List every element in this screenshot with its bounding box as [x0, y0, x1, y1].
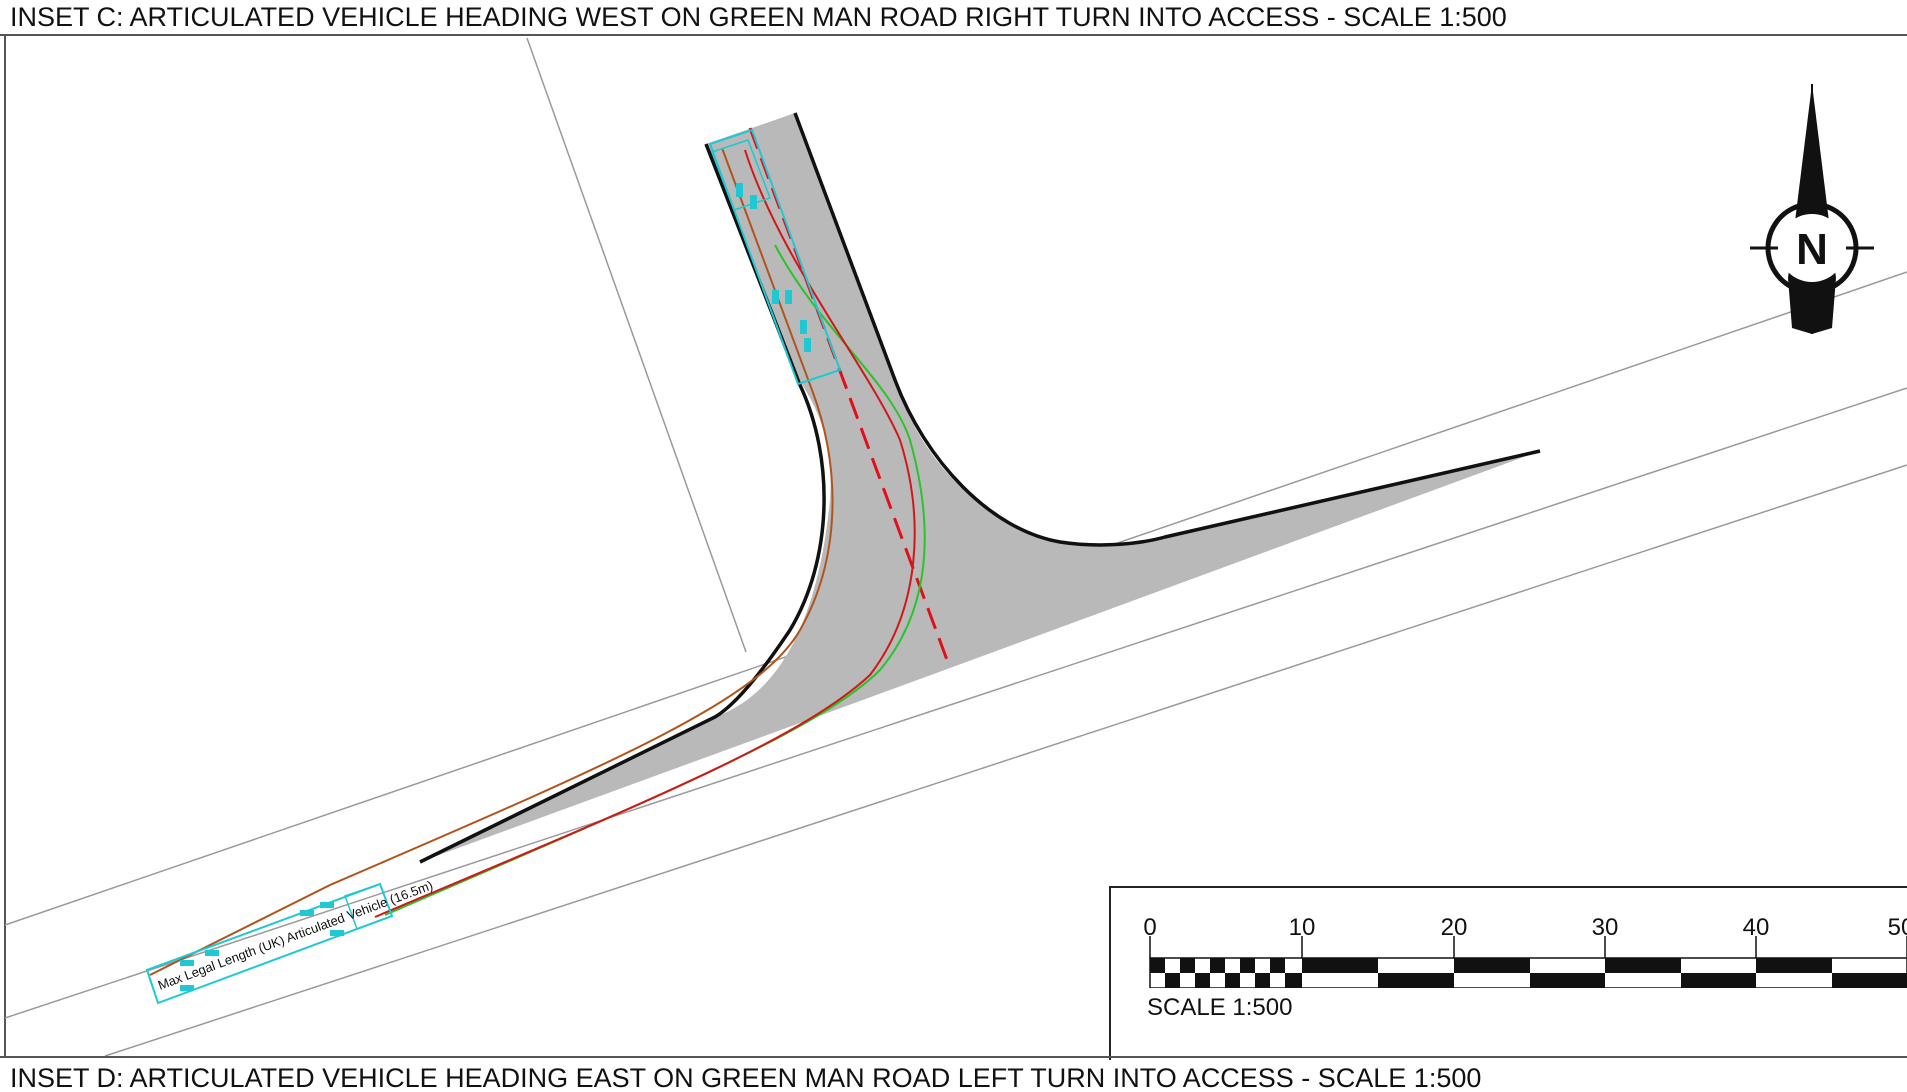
- title-divider-bottom: [0, 1056, 1907, 1058]
- scale-bar-graphic: [1149, 936, 1907, 988]
- swept-path-brown: [149, 147, 834, 976]
- north-arrow-icon: N: [1750, 84, 1874, 334]
- inset-c-title: INSET C: ARTICULATED VEHICLE HEADING WES…: [10, 2, 1507, 32]
- scale-bar-box: 0 10 20 30 40 50: [1109, 886, 1907, 1060]
- road-edge-south: [104, 464, 1907, 1057]
- vehicle-outline-bottom: Max Legal Length (UK) Articulated Vehicl…: [145, 877, 435, 1005]
- scale-tick-0: 0: [1143, 914, 1157, 941]
- vehicle-outline-top: [708, 128, 842, 386]
- access-road-surface: [420, 113, 1540, 862]
- scale-tick-50: 50: [1887, 914, 1907, 941]
- vehicle-label: Max Legal Length (UK) Articulated Vehicl…: [156, 877, 435, 992]
- inset-d-title: INSET D: ARTICULATED VEHICLE HEADING EAS…: [10, 1063, 1482, 1092]
- boundary-line-west: [526, 37, 747, 653]
- title-divider-top: [0, 34, 1907, 36]
- north-letter: N: [1796, 225, 1828, 274]
- kerb-east: [793, 112, 1541, 547]
- kerb-west: [419, 143, 826, 864]
- scale-caption: SCALE 1:500: [1147, 994, 1293, 1021]
- road-edge-centre: [4, 387, 1907, 1019]
- frame-left-edge: [4, 34, 6, 1058]
- swept-path-red: [374, 149, 916, 918]
